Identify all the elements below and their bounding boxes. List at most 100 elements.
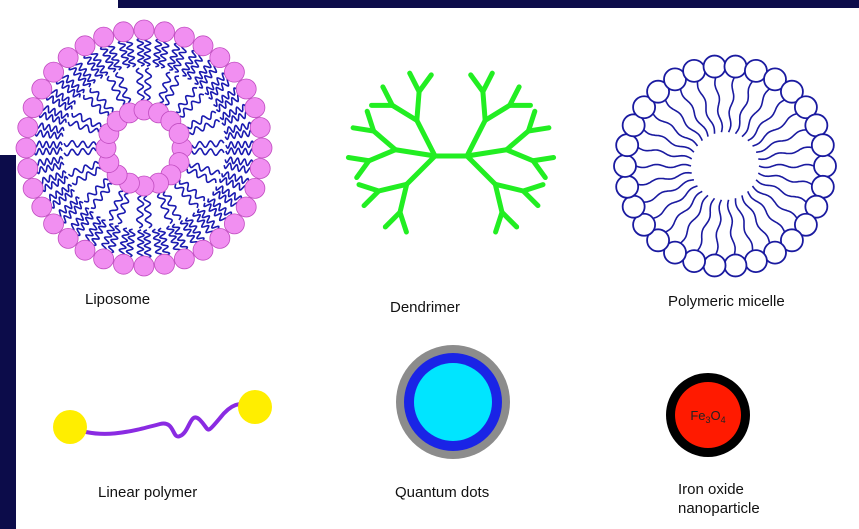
micelle-tail bbox=[636, 165, 691, 168]
lipid-tail bbox=[144, 38, 151, 66]
lipid-head bbox=[245, 178, 265, 198]
dendrimer-branch bbox=[495, 184, 523, 191]
lipid-head bbox=[174, 249, 194, 269]
liposome-label: Liposome bbox=[85, 290, 150, 309]
lipid-tail bbox=[144, 68, 151, 100]
dendrimer-branch bbox=[419, 75, 431, 92]
quantum-dots-label: Quantum dots bbox=[395, 483, 489, 502]
lipid-tail bbox=[68, 122, 98, 133]
micelle-tail bbox=[759, 165, 814, 168]
dendrimer-branch bbox=[496, 212, 502, 232]
micelle-tail bbox=[715, 78, 722, 133]
micelle-tail bbox=[716, 200, 722, 255]
lipid-head bbox=[94, 249, 114, 269]
lipid-tail bbox=[90, 88, 113, 112]
dendrimer-branch bbox=[533, 161, 545, 178]
dendrimer-branch bbox=[369, 150, 396, 161]
dendrimer-branch bbox=[483, 73, 492, 91]
lipid-head bbox=[44, 62, 64, 82]
lipid-head bbox=[58, 48, 78, 68]
dendrimer-branch bbox=[364, 191, 379, 206]
lipid-tail bbox=[144, 230, 151, 258]
lipid-tail bbox=[137, 230, 144, 258]
dendrimer-branch bbox=[533, 158, 553, 161]
dendrimer-branch bbox=[510, 87, 519, 105]
micelle-tail bbox=[753, 114, 798, 146]
lipid-tail bbox=[226, 141, 254, 148]
dendrimer-branch bbox=[528, 128, 548, 131]
lipid-head bbox=[114, 254, 134, 274]
micelle-head bbox=[616, 134, 638, 156]
dendrimer-branch bbox=[374, 131, 396, 150]
lipid-head bbox=[32, 79, 52, 99]
quantum-dot-core bbox=[414, 363, 492, 441]
dendrimer-branch bbox=[467, 150, 507, 156]
dendrimer-figure bbox=[348, 73, 553, 232]
dendrimer-branch bbox=[385, 212, 400, 227]
lipid-tail bbox=[175, 184, 198, 208]
lipid-tail bbox=[84, 179, 108, 202]
dendrimer-branch bbox=[417, 92, 419, 121]
lipid-tail bbox=[158, 193, 172, 223]
polymeric-micelle-figure bbox=[614, 56, 836, 277]
micelle-head bbox=[614, 155, 636, 177]
iron-oxide-label-line2: nanoparticle bbox=[678, 499, 760, 518]
micelle-tail bbox=[758, 173, 812, 184]
micelle-tail bbox=[736, 198, 753, 250]
lipid-head bbox=[193, 240, 213, 260]
lipid-tail bbox=[34, 141, 62, 148]
micelle-tail bbox=[736, 81, 753, 133]
polymeric-micelle-label: Polymeric micelle bbox=[668, 292, 785, 311]
lipid-head bbox=[224, 62, 244, 82]
lipid-tail bbox=[64, 141, 96, 148]
lipid-head bbox=[16, 138, 36, 158]
dendrimer-branch bbox=[407, 156, 435, 184]
micelle-head bbox=[623, 196, 645, 218]
dendrimer-branch bbox=[495, 184, 502, 212]
dendrimer-branch bbox=[523, 191, 538, 206]
micelle-head bbox=[724, 254, 746, 276]
dendrimer-branch bbox=[400, 212, 406, 232]
lipid-head bbox=[134, 20, 154, 40]
lipid-head bbox=[245, 98, 265, 118]
lipid-head bbox=[154, 254, 174, 274]
polymer-chain bbox=[70, 404, 255, 437]
lipid-head bbox=[250, 158, 270, 178]
lipid-tail bbox=[34, 148, 62, 155]
lipid-tail bbox=[137, 38, 144, 66]
lipid-head bbox=[58, 228, 78, 248]
lipid-tail bbox=[137, 196, 144, 228]
micelle-tail bbox=[698, 198, 715, 250]
dendrimer-branch bbox=[507, 150, 534, 161]
lipid-tail bbox=[64, 148, 96, 156]
lipid-tail bbox=[189, 120, 219, 134]
dendrimer-core-dot bbox=[468, 155, 473, 160]
micelle-tail bbox=[756, 130, 806, 152]
lipid-head bbox=[94, 27, 114, 47]
micelle-head bbox=[805, 114, 827, 136]
lipid-head bbox=[193, 36, 213, 56]
lipid-tail bbox=[126, 39, 135, 67]
dendrimer-branch bbox=[485, 105, 510, 120]
micelle-tail bbox=[728, 200, 735, 255]
micelle-head bbox=[745, 250, 767, 272]
dendrimer-branch bbox=[395, 150, 435, 156]
micelle-tail bbox=[742, 89, 770, 137]
dendrimer-branch bbox=[379, 184, 407, 191]
lipid-head bbox=[134, 256, 154, 276]
micelle-tail bbox=[653, 186, 698, 218]
polymer-end-left bbox=[53, 410, 87, 444]
micelle-tail bbox=[729, 78, 735, 133]
micelle-head bbox=[704, 254, 726, 276]
micelle-tail bbox=[756, 180, 806, 202]
lipid-head bbox=[32, 197, 52, 217]
lipid-head bbox=[174, 27, 194, 47]
micelle-head bbox=[683, 60, 705, 82]
dendrimer-branch bbox=[359, 185, 379, 191]
micelle-head bbox=[812, 134, 834, 156]
dendrimer-branch bbox=[502, 212, 517, 227]
lipid-tail bbox=[180, 94, 204, 117]
lipid-head bbox=[75, 240, 95, 260]
micelle-head bbox=[814, 155, 836, 177]
lipid-head bbox=[18, 158, 38, 178]
